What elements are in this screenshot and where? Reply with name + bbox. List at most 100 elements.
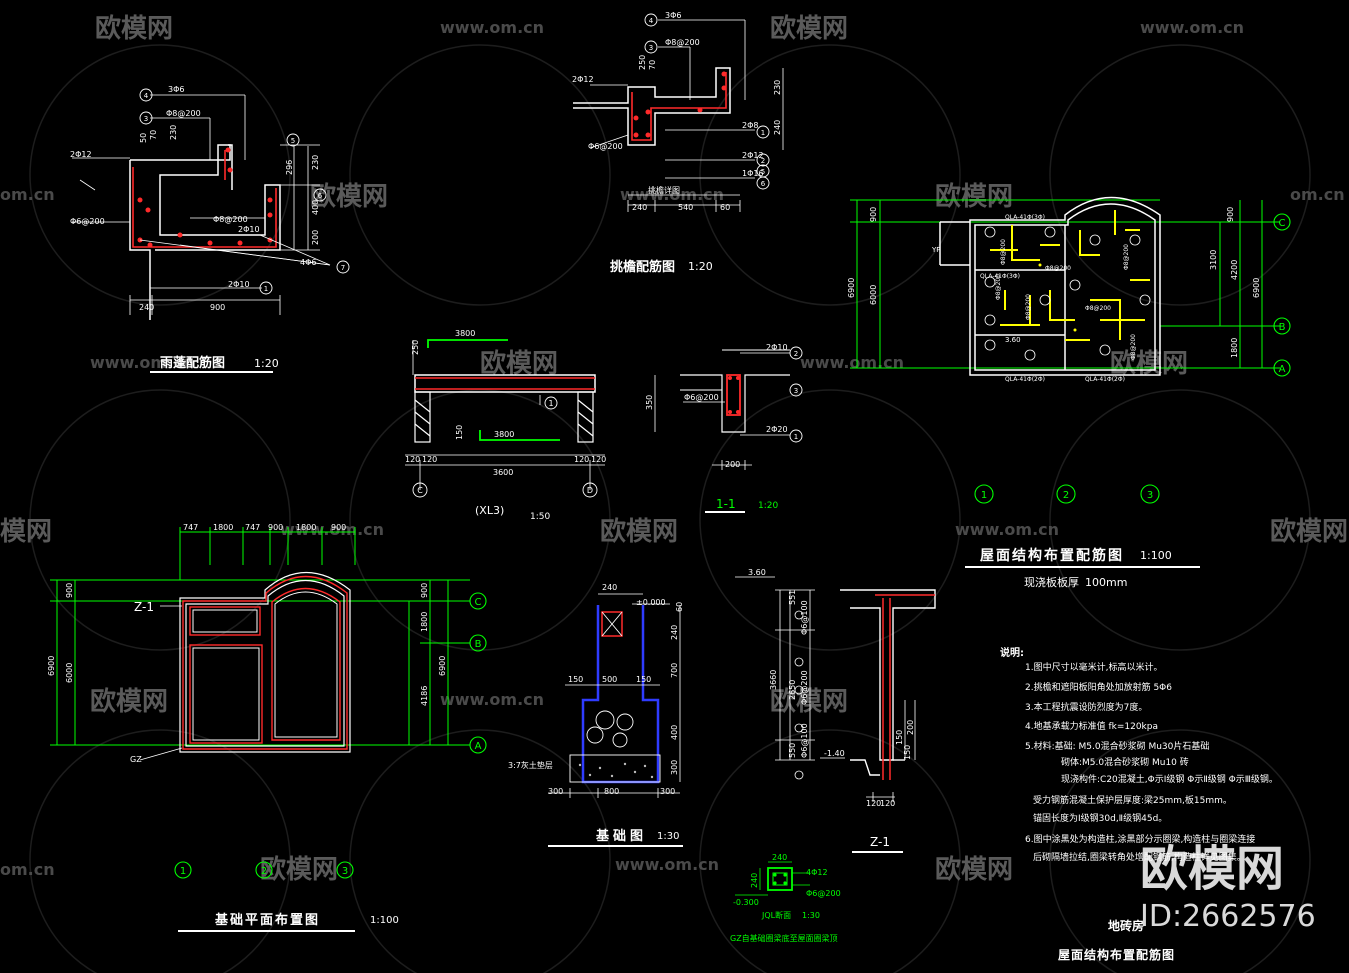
parapet-callout: 2Φ12 (572, 75, 594, 84)
watermark-site: om.cn (0, 185, 55, 204)
found-axis-b: B (475, 639, 482, 650)
roof-beam-label: QLA-41Φ(2Φ) (1005, 376, 1045, 383)
parapet-detail: 3Φ6 Φ8@200 2Φ12 Φ6@200 2Φ8 2Φ12 1Φ16 挑檐详… (572, 11, 784, 275)
lintel-dim: 150 (455, 425, 464, 440)
roof-right-dim: 6900 (1252, 278, 1261, 298)
canopy-dim: 70 (149, 130, 158, 140)
watermark-site: www.om.cn (1140, 18, 1244, 37)
ring-beam-section: 240 240 -0.300 4Φ12 Φ6@200 JQL断面 1:30 GZ… (730, 853, 841, 943)
notes-line: 后砌隔墙拉结,圈梁转角处增配钢筋,构造柱详见图集。 (1033, 851, 1246, 863)
foundation-plan: 747 1800 747 900 1800 900 900 6000 6900 … (47, 523, 487, 932)
roof-beam-label: QLA-41Φ(3Φ) (1005, 214, 1045, 221)
roof-right-dim: 4200 (1230, 260, 1239, 280)
found-left-dim: 6000 (65, 663, 74, 683)
found-left-dim: 6900 (47, 656, 56, 676)
roof-rebar-small: Φ8@200 (995, 274, 1002, 300)
found-right-dim: 900 (420, 583, 429, 598)
canopy-detail: 3Φ6 Φ8@200 2Φ12 Φ6@200 Φ8@200 2Φ10 4Φ6 2… (70, 85, 350, 373)
notes-line: 6.图中涂黑处为构造柱,涂黑部分示圈梁,构造柱与圈梁连接 (1025, 833, 1255, 845)
column-dim: 200 (906, 720, 915, 735)
foundation-dim: 800 (604, 787, 619, 796)
found-axis-2: 2 (261, 866, 267, 877)
column-level-bottom: -1.40 (824, 749, 845, 758)
section11-number: 3 (794, 387, 798, 395)
section11-callout: Φ6@200 (684, 393, 719, 402)
notes-line: 砌体:M5.0混合砂浆砌 Mu10 砖 (1061, 756, 1189, 768)
found-mark-z1: Z-1 (134, 600, 154, 614)
ring-beam-level: -0.300 (733, 898, 759, 907)
roof-mark-yp: YP (931, 246, 941, 254)
foundation-cushion: 3:7灰土垫层 (508, 760, 553, 770)
roof-subtitle: 现浇板板厚 (1024, 575, 1079, 589)
parapet-callout-number: 4 (649, 17, 654, 25)
canopy-callout-number: 7 (341, 264, 345, 272)
found-top-dim: 747 (245, 523, 260, 532)
section11-callout: 2Φ10 (766, 343, 788, 352)
foundation-scale: 1:30 (657, 831, 679, 842)
notes-line: 锚固长度为Ⅰ级钢30d,Ⅱ级钢45d。 (1033, 812, 1167, 824)
section11-number: 1 (794, 433, 798, 441)
ring-beam-dim: 240 (772, 853, 787, 862)
canopy-dim: 400 (311, 200, 320, 215)
column-dim: 120 (866, 799, 881, 808)
roof-axis-1: 1 (981, 490, 987, 501)
lintel-dim: 120 (422, 455, 437, 464)
roof-right-dim: 900 (1226, 207, 1235, 222)
canopy-dim: 230 (311, 155, 320, 170)
canopy-callout: Φ8@200 (166, 109, 201, 118)
foundation-dim: 300 (670, 760, 679, 775)
roof-right-dim: 3100 (1209, 250, 1218, 270)
roof-left-dim: 6000 (869, 285, 878, 305)
ring-beam-dim: 240 (750, 873, 759, 888)
watermark-brand: 欧模网 (260, 854, 338, 885)
foundation-dim: 150 (636, 675, 651, 684)
canopy-callout: 2Φ10 (238, 225, 260, 234)
parapet-callout-number: 5 (761, 168, 765, 176)
column-dim: 120 (880, 799, 895, 808)
canopy-title: 雨蓬配筋图 (160, 355, 225, 371)
canopy-callout: Φ8@200 (213, 215, 248, 224)
lintel-dim: 120 (405, 455, 420, 464)
foundation-dim: 240 (670, 625, 679, 640)
parapet-dim: 250 (638, 55, 647, 70)
notes-line: 3.本工程抗震设防烈度为7度。 (1025, 701, 1147, 713)
found-top-dim: 900 (331, 523, 346, 532)
ring-beam-title: JQL断面 (761, 910, 791, 920)
section11-scale: 1:20 (758, 501, 778, 511)
lintel-axis: D (587, 486, 593, 495)
canopy-callout-number: 1 (264, 285, 268, 293)
watermark-site: www.om.cn (90, 353, 194, 372)
parapet-dim: 240 (632, 203, 647, 212)
roof-rebar-small: Φ8@200 (1045, 265, 1071, 272)
found-top-dim: 1800 (296, 523, 316, 532)
watermark-layer (29, 44, 1311, 973)
watermark-brand: 欧模网 (935, 181, 1013, 212)
watermark-site: www.om.cn (440, 18, 544, 37)
parapet-callout: 挑檐详图 (648, 185, 680, 195)
column-title: Z-1 (870, 835, 890, 849)
column-z1: 3.60 551 2650 3660 550 120 120 200 150 1… (735, 568, 936, 853)
roof-thickness: 100mm (1085, 576, 1127, 589)
roof-plan: QLA-41Φ(3Φ) QLA-41Φ(2Φ) QLA-41Φ(3Φ) QLA-… (847, 196, 1291, 589)
drawing-name: 屋面结构布置配筋图 (1058, 947, 1175, 962)
parapet-title: 挑檐配筋图 (610, 259, 675, 275)
watermark-brand: 欧模网 (770, 686, 848, 717)
parapet-dim: 240 (773, 120, 782, 135)
badge-id: ID:2662576 (1140, 899, 1316, 934)
foundation-dim: 300 (660, 787, 675, 796)
foundation-dim: 700 (670, 663, 679, 678)
lintel-callout-number: 1 (548, 399, 553, 408)
found-top-dim: 1800 (213, 523, 233, 532)
roof-rebar-small: Φ8@200 (1000, 239, 1007, 265)
found-plan-title: 基础平面布置图 (214, 912, 320, 928)
notes-line: 4.地基承载力标准值 fk=120kpa (1025, 720, 1158, 732)
column-dim: 550 (788, 743, 797, 758)
canopy-dim: 200 (311, 230, 320, 245)
foundation-dim: 240 (602, 583, 617, 592)
roof-left-dim: 6900 (847, 278, 856, 298)
foundation-dim: 60 (675, 602, 684, 612)
foundation-dim: 300 (548, 787, 563, 796)
watermark-brand: 欧模网 (770, 13, 848, 44)
parapet-callout: 1Φ16 (742, 169, 764, 178)
